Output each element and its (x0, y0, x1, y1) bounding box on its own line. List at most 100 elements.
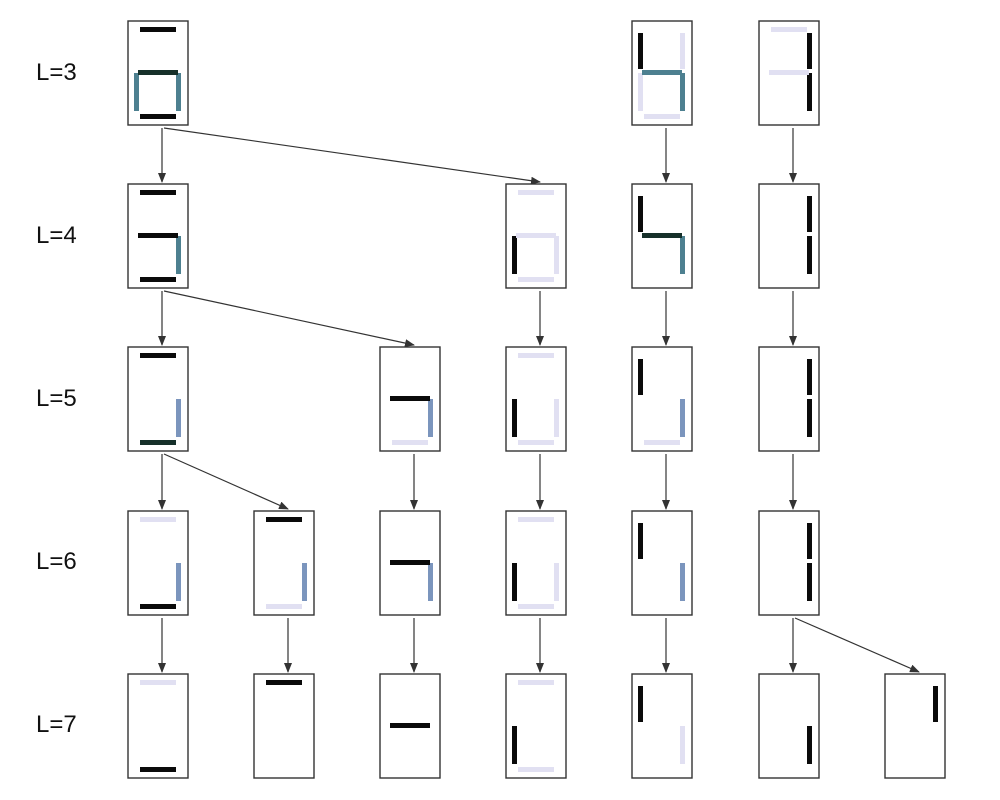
segment-c (176, 399, 181, 437)
segment-d (518, 767, 554, 772)
segment-g (390, 723, 430, 728)
level-label-7: L=7 (36, 711, 77, 738)
segment-d (140, 604, 176, 609)
segment-f (638, 686, 643, 722)
segment-d (266, 604, 302, 609)
segment-g (769, 70, 809, 75)
segment-c (807, 726, 812, 764)
segment-d (140, 277, 176, 282)
segment-e (512, 399, 517, 437)
segment-d (392, 440, 428, 445)
digit-panel-L7-c2 (379, 673, 441, 779)
segment-c (680, 563, 685, 601)
segment-a (140, 517, 176, 522)
segment-c (807, 73, 812, 111)
digit-panel-L5-c3 (505, 346, 567, 452)
digit-panel-L4-c3 (505, 183, 567, 289)
arrow-L4-c0-to-L5-c2 (163, 290, 415, 348)
segment-c (554, 236, 559, 274)
segment-b (807, 523, 812, 559)
segment-g (390, 560, 430, 565)
digit-panel-L6-c5 (758, 510, 820, 616)
segment-c (680, 236, 685, 274)
digit-panel-L5-c0 (127, 346, 189, 452)
segment-g (138, 233, 178, 238)
segment-c (807, 399, 812, 437)
segment-d (140, 440, 176, 445)
digit-panel-L6-c4 (631, 510, 693, 616)
digit-panel-L6-c0 (127, 510, 189, 616)
segment-g (516, 233, 556, 238)
segment-a (140, 353, 176, 358)
arrow-L3-c0-to-L4-c3 (163, 127, 541, 185)
digit-panel-L7-c6 (884, 673, 946, 779)
segment-a (518, 353, 554, 358)
segment-b (807, 33, 812, 69)
segment-g (642, 70, 682, 75)
segment-c (428, 399, 433, 437)
segment-e (638, 73, 643, 111)
level-label-6: L=6 (36, 548, 77, 575)
segment-g (390, 396, 430, 401)
digit-panel-L5-c4 (631, 346, 693, 452)
segment-c (680, 73, 685, 111)
segment-a (140, 680, 176, 685)
segment-e (512, 563, 517, 601)
digit-panel-L7-c4 (631, 673, 693, 779)
segment-d (140, 767, 176, 772)
segment-c (176, 563, 181, 601)
segment-a (518, 190, 554, 195)
panel-frame (253, 673, 315, 779)
segment-b (807, 196, 812, 232)
level-label-5: L=5 (36, 385, 77, 412)
panel-frame (127, 673, 189, 779)
digit-panel-L7-c3 (505, 673, 567, 779)
segment-f (638, 359, 643, 395)
arrow-L5-c0-to-L6-c1 (163, 453, 289, 510)
arrow-L6-c5-to-L7-c6 (794, 617, 920, 673)
segment-a (140, 27, 176, 32)
digit-panel-L3-c4 (631, 20, 693, 126)
digit-panel-L5-c5 (758, 346, 820, 452)
segment-b (933, 686, 938, 722)
segment-d (140, 114, 176, 119)
segment-a (518, 680, 554, 685)
segment-f (638, 33, 643, 69)
segment-c (680, 726, 685, 764)
digit-panel-L7-c1 (253, 673, 315, 779)
segment-d (518, 277, 554, 282)
segment-c (176, 236, 181, 274)
segment-c (554, 563, 559, 601)
digit-panel-L4-c4 (631, 183, 693, 289)
segment-g (138, 70, 178, 75)
segment-c (302, 563, 307, 601)
segment-d (644, 114, 680, 119)
segment-a (266, 680, 302, 685)
digit-panel-L6-c2 (379, 510, 441, 616)
digit-panel-L7-c5 (758, 673, 820, 779)
digit-panel-L6-c1 (253, 510, 315, 616)
level-label-3: L=3 (36, 59, 77, 86)
segment-e (512, 726, 517, 764)
segment-b (680, 33, 685, 69)
segment-g (642, 233, 682, 238)
segment-c (807, 236, 812, 274)
segment-c (554, 399, 559, 437)
segment-b (807, 359, 812, 395)
segment-c (428, 563, 433, 601)
segment-d (644, 440, 680, 445)
segment-e (512, 236, 517, 274)
segment-c (680, 399, 685, 437)
digit-panel-L3-c0 (127, 20, 189, 126)
segment-a (518, 517, 554, 522)
segment-a (266, 517, 302, 522)
segment-d (518, 440, 554, 445)
digit-panel-L6-c3 (505, 510, 567, 616)
segment-e (134, 73, 139, 111)
segment-f (638, 196, 643, 232)
segment-a (140, 190, 176, 195)
segment-c (176, 73, 181, 111)
segment-c (807, 563, 812, 601)
